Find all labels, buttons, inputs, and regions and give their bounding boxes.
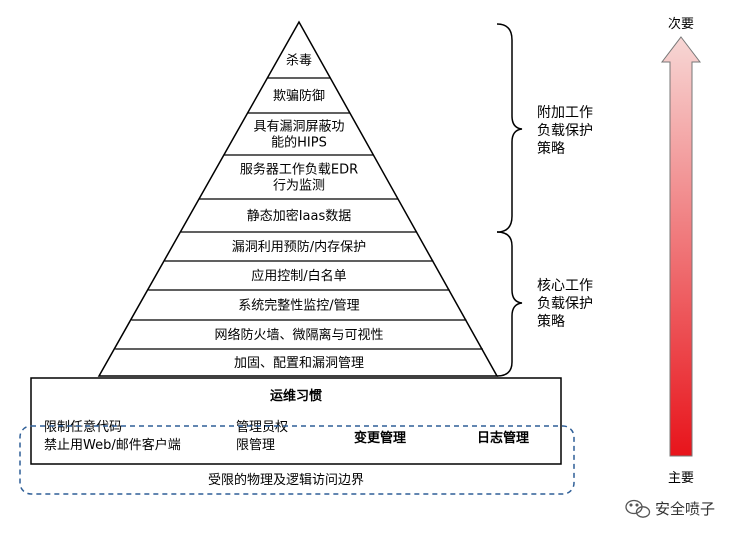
watermark-text: 安全喷子 bbox=[655, 500, 715, 518]
upper-brace bbox=[496, 23, 523, 233]
upper-brace-label-line3: 策略 bbox=[537, 140, 565, 157]
pyramid-layer-label: 漏洞利用预防/内存保护 bbox=[232, 239, 366, 255]
pyramid-layer-label: 能的HIPS bbox=[271, 135, 327, 151]
ops-item-admin-rights-line2: 限管理 bbox=[236, 438, 275, 453]
lower-brace-label-line2: 负载保护 bbox=[537, 296, 593, 312]
pyramid-divider-lines bbox=[115, 77, 483, 350]
operations-box: 运维习惯 限制任意代码 禁止用Web/邮件客户端 管理员权 限管理 变更管理 日… bbox=[30, 377, 562, 465]
lower-brace-label-line3: 策略 bbox=[537, 313, 565, 330]
arrow-bottom-label: 主要 bbox=[668, 471, 694, 486]
lower-brace bbox=[496, 231, 523, 377]
operations-title: 运维习惯 bbox=[270, 388, 322, 404]
access-boundary-label: 受限的物理及逻辑访问边界 bbox=[208, 472, 364, 488]
ops-item-log-management: 日志管理 bbox=[477, 430, 529, 446]
pyramid-layer-label: 系统完整性监控/管理 bbox=[238, 299, 359, 314]
pyramid-layer-label: 行为监测 bbox=[273, 179, 325, 194]
ops-item-change-management: 变更管理 bbox=[354, 430, 406, 446]
ops-item-restrict-code-line2: 禁止用Web/邮件客户端 bbox=[44, 437, 181, 453]
priority-arrow bbox=[660, 36, 702, 457]
access-boundary-dashed bbox=[19, 425, 575, 495]
pyramid-layer-label: 杀毒 bbox=[286, 54, 312, 69]
upper-brace-label-line2: 负载保护 bbox=[537, 123, 593, 139]
lower-brace-label-line1: 核心工作 bbox=[537, 278, 593, 294]
operations-box-frame bbox=[30, 377, 562, 465]
upper-brace-label-line1: 附加工作 bbox=[537, 105, 593, 121]
pyramid-layer-label: 静态加密Iaas数据 bbox=[247, 208, 352, 224]
watermark: 安全喷子 bbox=[625, 499, 715, 518]
arrow-top-label: 次要 bbox=[668, 16, 694, 32]
pyramid-layer-label: 服务器工作负载EDR bbox=[240, 162, 358, 178]
ops-item-restrict-code-line1: 限制任意代码 bbox=[44, 419, 122, 435]
wechat-icon bbox=[625, 499, 651, 518]
pyramid-layer-label: 欺骗防御 bbox=[273, 88, 325, 104]
pyramid-layer-label: 网络防火墙、微隔离与可视性 bbox=[214, 327, 383, 343]
pyramid-layer-label: 应用控制/白名单 bbox=[251, 268, 346, 284]
pyramid-layer-label: 具有漏洞屏蔽功 bbox=[253, 119, 344, 135]
ops-item-admin-rights-line1: 管理员权 bbox=[236, 419, 288, 435]
pyramid-layer-label: 加固、配置和漏洞管理 bbox=[234, 355, 364, 371]
